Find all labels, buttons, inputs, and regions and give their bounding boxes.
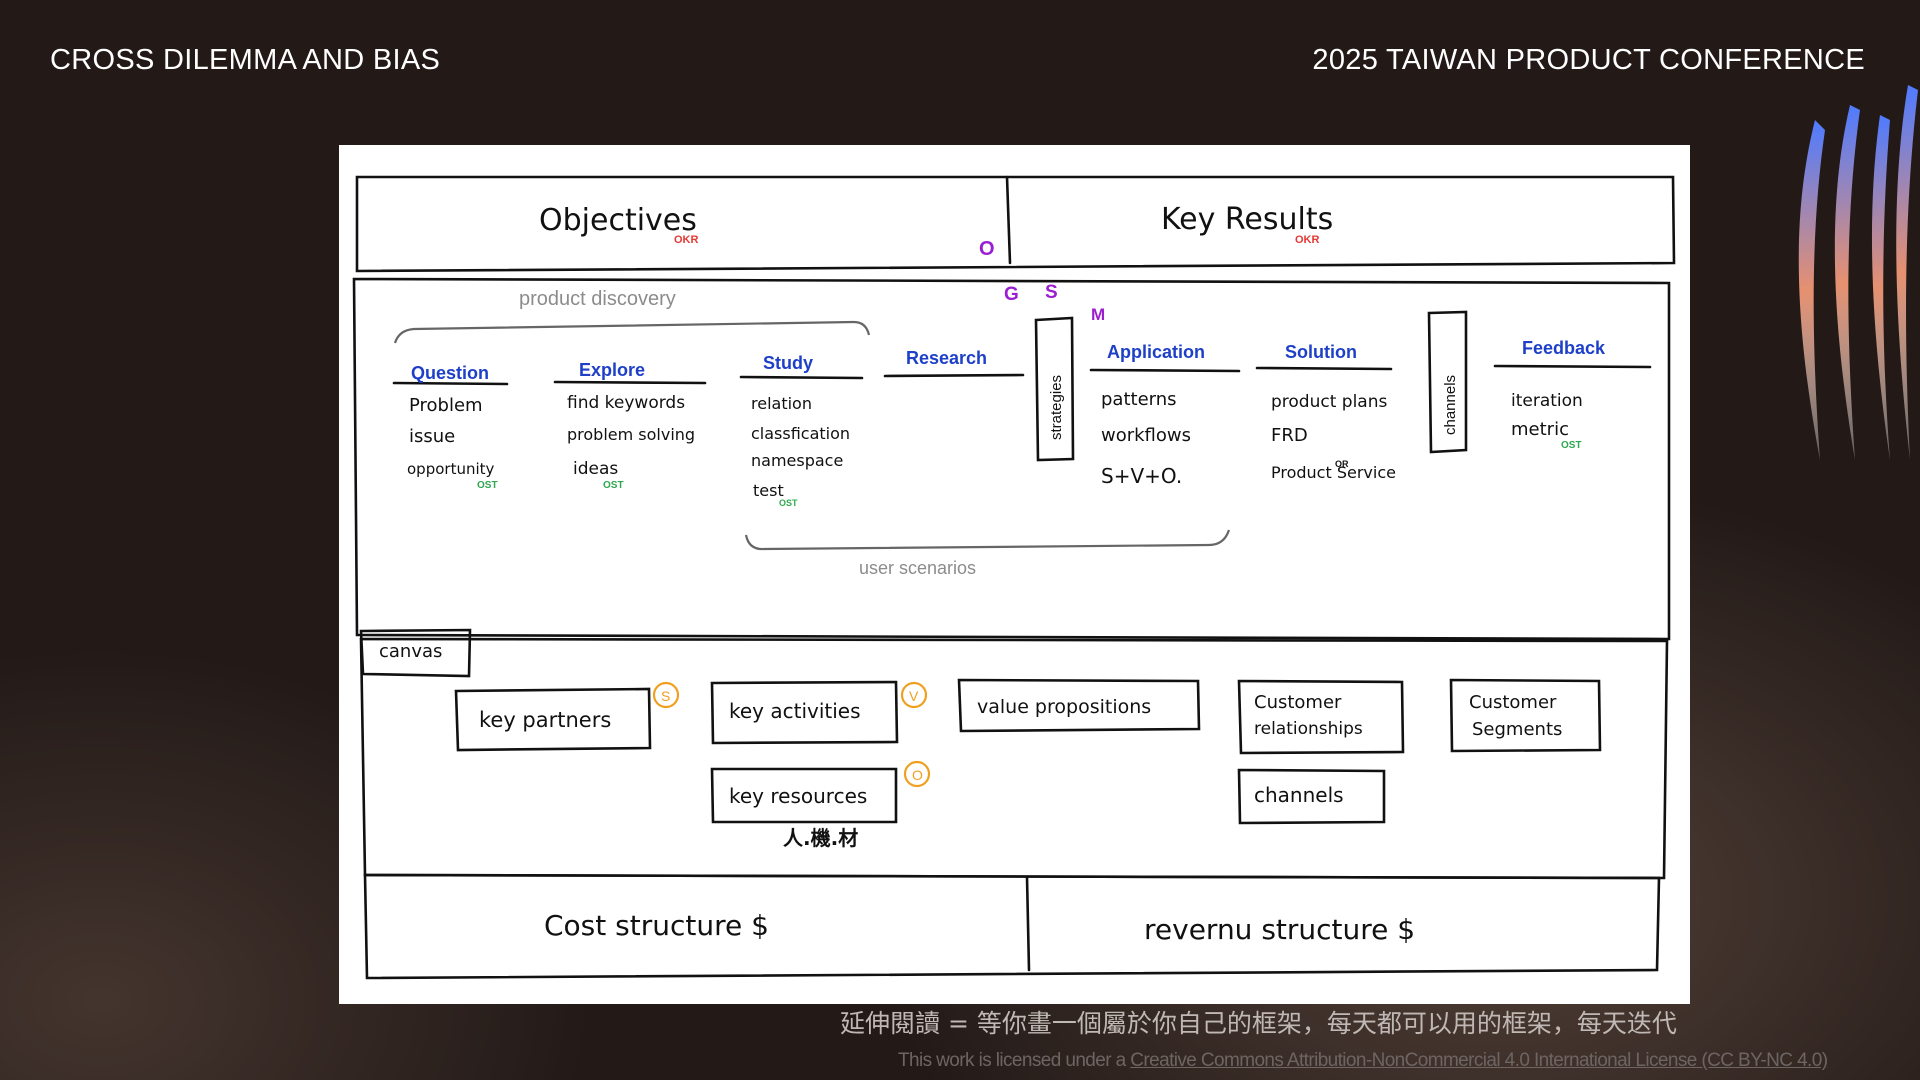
column-explore-title: Explore: [579, 360, 645, 380]
value-propositions-box: value propositions: [977, 696, 1151, 718]
license-link[interactable]: Creative Commons Attribution-NonCommerci…: [1130, 1050, 1828, 1071]
badge-o-circle: [903, 760, 931, 788]
objectives-okr-tag: OKR: [674, 234, 699, 246]
product-discovery-label: product discovery: [519, 288, 676, 310]
slide-title: CROSS DILEMMA AND BIAS: [50, 44, 441, 76]
customer-relationships-box-line2: relationships: [1254, 719, 1363, 739]
badge-o: O: [912, 767, 923, 783]
solution-item: product plans: [1271, 392, 1387, 412]
key-results-okr-tag: OKR: [1295, 234, 1320, 246]
application-item: patterns: [1101, 389, 1177, 410]
column-solution-title: Solution: [1285, 342, 1357, 362]
customer-segments-box-line2: Segments: [1472, 719, 1562, 740]
question-item: Problem: [409, 395, 483, 416]
question-item: opportunity: [407, 460, 495, 478]
badge-v-circle: [900, 681, 928, 709]
application-item: workflows: [1101, 425, 1191, 446]
badge-s: S: [661, 688, 670, 704]
study-item: classfication: [751, 424, 850, 443]
key-results-label: Key Results: [1161, 202, 1333, 237]
decorative-flames: [1798, 85, 1918, 460]
question-item: issue: [409, 426, 455, 447]
gsm-g: G: [1004, 284, 1019, 305]
study-item: test: [753, 481, 784, 500]
license-notice: This work is licensed under a Creative C…: [898, 1050, 1828, 1072]
framework-sketch: Objectives OKR Key Results OKR O G S M p…: [352, 175, 1676, 980]
key-partners-box: key partners: [479, 708, 611, 732]
channels-vertical-label: channels: [1442, 375, 1459, 435]
strategies-label: strategies: [1048, 375, 1065, 440]
feedback-item: iteration: [1511, 391, 1583, 411]
gsm-s: S: [1045, 282, 1058, 303]
study-ost-tag: OST: [779, 498, 798, 508]
column-research-title: Research: [906, 348, 987, 368]
badge-s-circle: [652, 681, 680, 709]
solution-item: Product Service: [1271, 463, 1396, 482]
study-item: relation: [751, 394, 812, 413]
question-ost-tag: OST: [477, 480, 498, 491]
okr-o-mark: O: [979, 238, 995, 260]
channels-box: channels: [1254, 783, 1344, 807]
resources-note: 人.機.材: [783, 826, 858, 850]
key-resources-box: key resources: [729, 784, 867, 808]
user-scenarios-label: user scenarios: [859, 558, 976, 578]
feedback-ost-tag: OST: [1561, 440, 1582, 451]
column-application-title: Application: [1107, 342, 1205, 362]
customer-relationships-box-line1: Customer: [1254, 692, 1342, 713]
framework-board: Objectives OKR Key Results OKR O G S M p…: [339, 145, 1690, 1004]
study-item: namespace: [751, 451, 843, 470]
canvas-label: canvas: [379, 641, 442, 662]
badge-v: V: [909, 688, 919, 704]
key-activities-box: key activities: [729, 699, 861, 723]
objectives-label: Objectives: [539, 203, 697, 238]
application-item: S+V+O.: [1101, 464, 1182, 488]
column-study-title: Study: [763, 353, 813, 373]
caption-text: 延伸閱讀 = 等你畫一個屬於你自己的框架，每天都可以用的框架，每天迭代: [840, 1009, 1677, 1038]
revenue-structure-label: revernu structure $: [1144, 913, 1415, 946]
explore-item: ideas: [573, 459, 618, 479]
column-feedback-title: Feedback: [1522, 338, 1606, 358]
feedback-item: metric: [1511, 419, 1569, 440]
explore-ost-tag: OST: [603, 480, 624, 491]
conference-title: 2025 TAIWAN PRODUCT CONFERENCE: [1312, 44, 1865, 76]
column-question-title: Question: [411, 363, 489, 383]
explore-item: problem solving: [567, 425, 695, 444]
cost-structure-label: Cost structure $: [544, 909, 769, 942]
customer-segments-box-line1: Customer: [1469, 692, 1557, 713]
gsm-m: M: [1091, 305, 1105, 324]
solution-or-tag: OR: [1335, 459, 1349, 469]
solution-item: FRD: [1271, 425, 1308, 446]
license-prefix: This work is licensed under a: [898, 1050, 1131, 1071]
explore-item: find keywords: [567, 393, 685, 413]
